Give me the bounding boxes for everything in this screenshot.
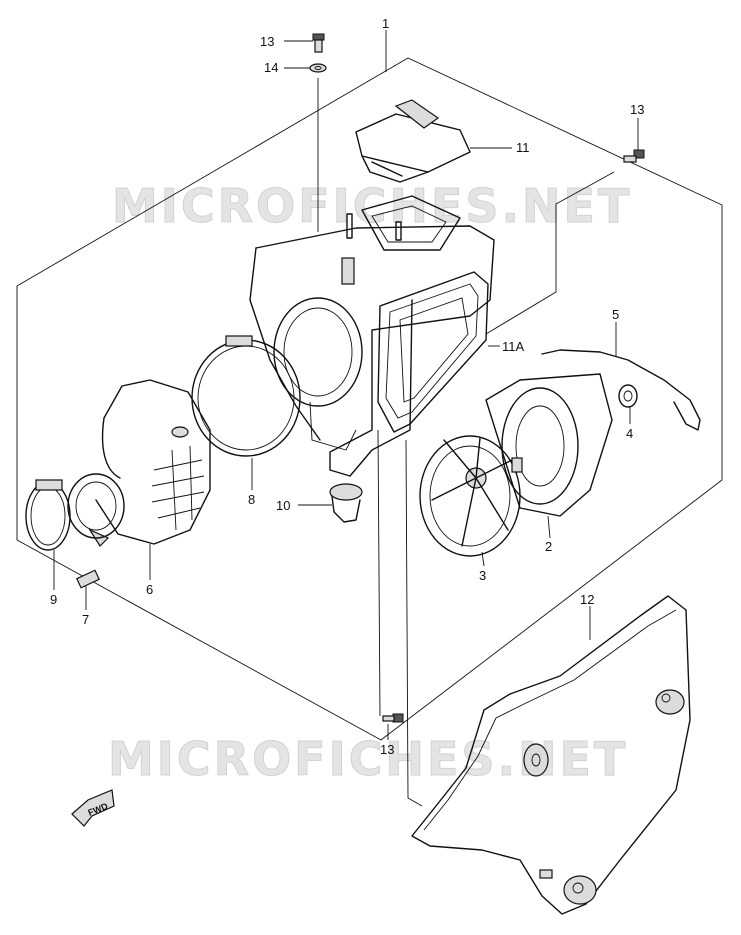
callout-11a: 11A	[502, 339, 524, 354]
callouts: 1 2 3 4 5 6 7 8 9 10 11 11A 12 13 13 13 …	[50, 16, 644, 757]
callout-10: 10	[276, 498, 290, 513]
callout-9: 9	[50, 592, 57, 607]
bolt-13-top	[312, 33, 325, 53]
filter-cage-3	[419, 435, 523, 557]
cap-11	[355, 99, 471, 183]
callout-2: 2	[545, 539, 552, 554]
drain-plug-7	[76, 569, 100, 589]
callout-1: 1	[382, 16, 389, 31]
watermark-top: MICROFICHES.NET	[112, 179, 632, 233]
callout-12: 12	[580, 592, 594, 607]
bolt-13-right	[623, 149, 645, 163]
washer-14	[309, 63, 327, 73]
callout-8: 8	[248, 492, 255, 507]
callout-13-top: 13	[260, 34, 274, 49]
intake-duct-6	[67, 379, 211, 547]
leader-lines	[53, 30, 639, 807]
air-filter-element-2	[485, 373, 613, 517]
watermark-bottom: MICROFICHES.NET	[108, 732, 628, 786]
assembly-boundary	[16, 57, 723, 741]
callout-3: 3	[479, 568, 486, 583]
callout-6: 6	[146, 582, 153, 597]
forward-direction-arrow: FWD	[71, 789, 115, 827]
callout-14: 14	[264, 60, 278, 75]
air-box-housing	[249, 195, 495, 477]
callout-7: 7	[82, 612, 89, 627]
drain-boot-10	[329, 483, 363, 523]
bolt-13-lower	[382, 713, 404, 723]
callout-11: 11	[516, 140, 530, 155]
callout-5: 5	[612, 307, 619, 322]
spring-clip-5	[541, 349, 701, 431]
callout-13-lower: 13	[380, 742, 394, 757]
callout-13-right: 13	[630, 102, 644, 117]
clamp-9	[25, 479, 71, 551]
grommet-4	[618, 384, 638, 408]
side-cover-12	[411, 595, 691, 915]
callout-4: 4	[626, 426, 633, 441]
